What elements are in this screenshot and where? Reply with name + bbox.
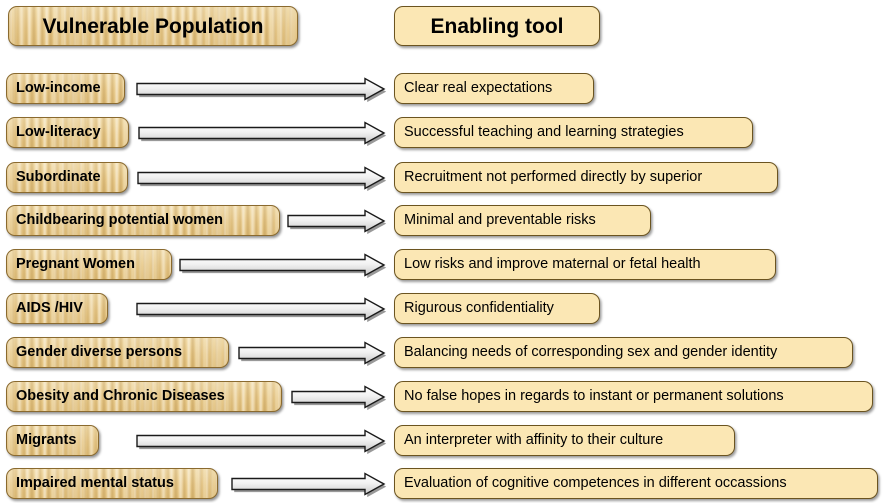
tool-box: Clear real expectations bbox=[394, 73, 594, 104]
flow-arrow-icon bbox=[138, 120, 387, 146]
flow-arrow-icon bbox=[137, 165, 387, 191]
tool-box: Recruitment not performed directly by su… bbox=[394, 162, 778, 193]
flow-arrow-icon bbox=[136, 76, 387, 102]
population-label: Pregnant Women bbox=[16, 256, 135, 273]
population-box: Obesity and Chronic Diseases bbox=[6, 381, 282, 412]
population-box: Gender diverse persons bbox=[6, 337, 229, 368]
tool-label: Balancing needs of corresponding sex and… bbox=[404, 344, 778, 361]
population-label: Gender diverse persons bbox=[16, 344, 183, 361]
tool-label: An interpreter with affinity to their cu… bbox=[404, 432, 664, 449]
population-box: Migrants bbox=[6, 425, 99, 456]
tool-label: Clear real expectations bbox=[404, 80, 553, 97]
population-box: Low-income bbox=[6, 73, 125, 104]
tool-label: Successful teaching and learning strateg… bbox=[404, 124, 684, 141]
population-label: Subordinate bbox=[16, 169, 101, 186]
population-label: Migrants bbox=[16, 432, 77, 449]
tool-label: No false hopes in regards to instant or … bbox=[404, 388, 784, 405]
population-label: Childbearing potential women bbox=[16, 212, 224, 229]
tool-label: Evaluation of cognitive competences in d… bbox=[404, 475, 787, 492]
population-label: Low-income bbox=[16, 80, 101, 97]
population-box: AIDS /HIV bbox=[6, 293, 108, 324]
flow-arrow-icon bbox=[238, 340, 387, 366]
population-label: Obesity and Chronic Diseases bbox=[16, 388, 225, 405]
population-box: Subordinate bbox=[6, 162, 128, 193]
flow-arrow-icon bbox=[231, 471, 387, 497]
population-label: AIDS /HIV bbox=[16, 300, 83, 317]
tool-label: Low risks and improve maternal or fetal … bbox=[404, 256, 701, 273]
tool-box: An interpreter with affinity to their cu… bbox=[394, 425, 735, 456]
tool-box: No false hopes in regards to instant or … bbox=[394, 381, 873, 412]
flow-arrow-icon bbox=[179, 252, 387, 278]
flow-arrow-icon bbox=[136, 428, 387, 454]
column-header-vulnerable-population: Vulnerable Population bbox=[8, 6, 298, 46]
population-box: Impaired mental status bbox=[6, 468, 218, 499]
column-header-enabling-tool: Enabling tool bbox=[394, 6, 600, 46]
tool-label: Minimal and preventable risks bbox=[404, 212, 596, 229]
tool-box: Low risks and improve maternal or fetal … bbox=[394, 249, 776, 280]
flow-arrow-icon bbox=[287, 208, 387, 234]
tool-label: Rigurous confidentiality bbox=[404, 300, 554, 317]
tool-box: Successful teaching and learning strateg… bbox=[394, 117, 753, 148]
tool-box: Evaluation of cognitive competences in d… bbox=[394, 468, 878, 499]
population-box: Childbearing potential women bbox=[6, 205, 280, 236]
column-header-right-label: Enabling tool bbox=[430, 14, 564, 38]
column-header-left-label: Vulnerable Population bbox=[42, 14, 264, 38]
population-box: Low-literacy bbox=[6, 117, 129, 148]
tool-box: Balancing needs of corresponding sex and… bbox=[394, 337, 853, 368]
tool-box: Rigurous confidentiality bbox=[394, 293, 600, 324]
population-label: Impaired mental status bbox=[16, 475, 174, 492]
tool-label: Recruitment not performed directly by su… bbox=[404, 169, 703, 186]
population-label: Low-literacy bbox=[16, 124, 101, 141]
flow-arrow-icon bbox=[136, 296, 387, 322]
tool-box: Minimal and preventable risks bbox=[394, 205, 651, 236]
population-box: Pregnant Women bbox=[6, 249, 172, 280]
flow-arrow-icon bbox=[291, 384, 387, 410]
